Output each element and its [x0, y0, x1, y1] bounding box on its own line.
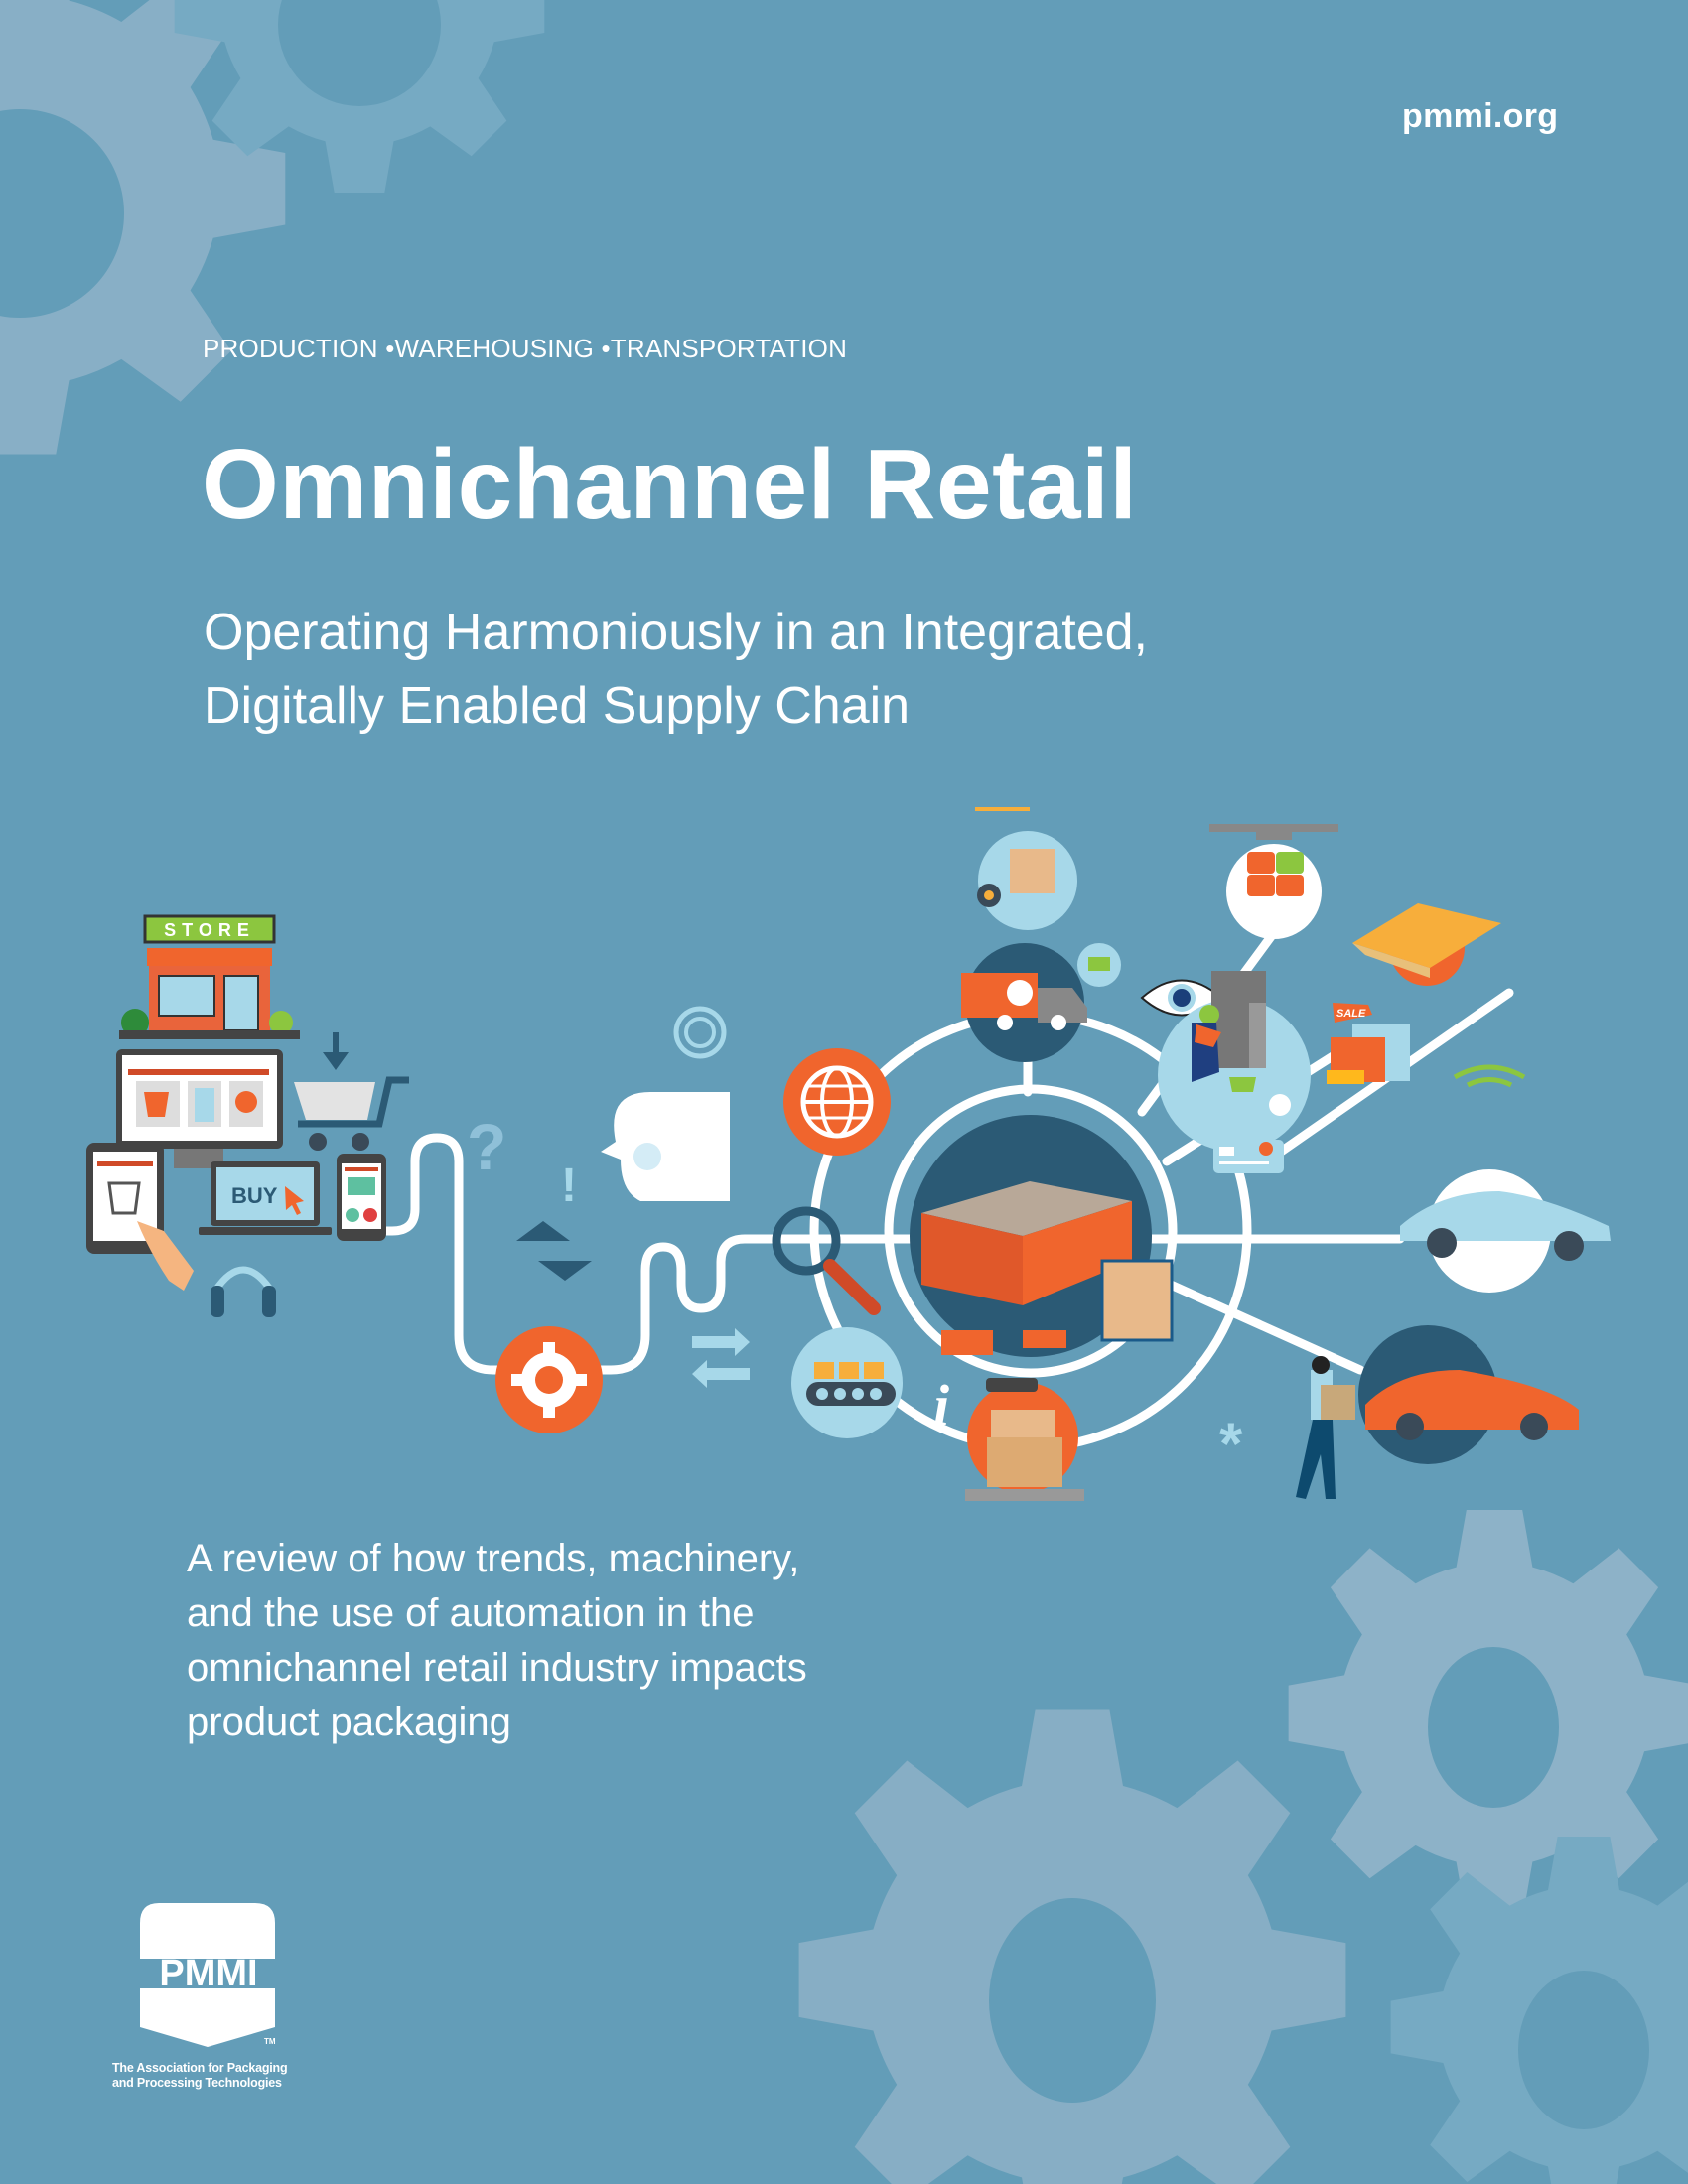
blurb-line: omnichannel retail industry impacts — [187, 1646, 807, 1690]
site-url[interactable]: pmmi.org — [1402, 97, 1559, 135]
warehouse-icon — [910, 1115, 1174, 1357]
shopping-bags-icon: SALE — [1327, 1003, 1410, 1084]
sort-arrows-icon — [516, 1221, 592, 1281]
question-mark-icon: ? — [467, 1110, 506, 1183]
phone-shop-icon — [337, 1154, 386, 1241]
grocery-shopper-icon — [1296, 1356, 1355, 1499]
drone-icon — [1209, 824, 1338, 939]
conveyor-icon — [791, 1327, 903, 1438]
gear-icon — [495, 1326, 603, 1433]
exclamation-icon: ! — [561, 1160, 577, 1212]
parcel-icon — [1352, 903, 1501, 986]
shopper-fridge-icon — [1158, 971, 1311, 1152]
tablet-cart-icon — [86, 1143, 194, 1291]
category-kicker: PRODUCTION •WAREHOUSING •TRANSPORTATION — [203, 334, 848, 363]
orange-car-icon — [1358, 1325, 1579, 1464]
logo-tagline: The Association for Packaging and Proces… — [112, 2061, 288, 2091]
page-subtitle: Operating Harmoniously in an Integrated,… — [204, 596, 1544, 743]
magnifier-icon — [772, 1206, 881, 1315]
connected-car-icon — [1400, 1064, 1611, 1293]
delivery-truck-icon — [961, 943, 1121, 1062]
blurb-line: and the use of automation in the — [187, 1591, 755, 1635]
store-icon: STORE — [119, 914, 300, 1039]
tagline-line-2: and Processing Technologies — [112, 2076, 282, 2090]
asterisk-icon: * — [1219, 1411, 1243, 1477]
trademark-mark: TM — [264, 2037, 276, 2046]
subtitle-line-2: Digitally Enabled Supply Chain — [204, 677, 911, 735]
dot-icon — [1269, 1094, 1291, 1116]
blurb-line: product packaging — [187, 1701, 511, 1744]
laptop-buy-icon: BUY — [199, 1161, 332, 1235]
svg-text:BUY: BUY — [231, 1183, 278, 1208]
blurb-line: A review of how trends, machinery, — [187, 1537, 800, 1580]
logo-text: PMMI — [159, 1953, 257, 1994]
pmmi-logo: PMMI — [139, 1903, 278, 2047]
credit-card-icon — [1213, 1140, 1284, 1173]
headset-icon — [211, 1266, 276, 1317]
info-icon: i — [933, 1373, 949, 1437]
shopping-cart-icon — [294, 1032, 409, 1151]
desktop-shop-icon — [116, 1049, 283, 1168]
head-thinking-icon — [601, 1006, 730, 1201]
hand-truck-icon — [975, 807, 1077, 930]
globe-icon — [783, 1048, 891, 1156]
page-title: Omnichannel Retail — [202, 429, 1138, 540]
subtitle-line-1: Operating Harmoniously in an Integrated, — [204, 604, 1148, 661]
swap-arrows-icon — [692, 1328, 750, 1388]
svg-text:STORE: STORE — [164, 920, 255, 940]
description-blurb: A review of how trends, machinery, and t… — [187, 1532, 921, 1750]
scale-boxes-icon — [965, 1378, 1084, 1501]
sale-tag-label: SALE — [1336, 1008, 1366, 1020]
tagline-line-1: The Association for Packaging — [112, 2061, 288, 2075]
